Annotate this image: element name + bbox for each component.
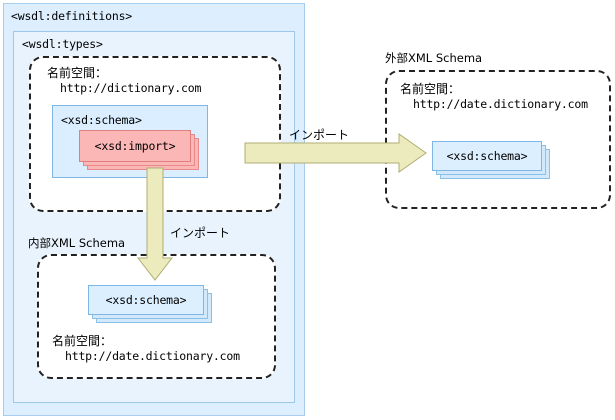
wsdl-types-label: <wsdl:types>	[22, 37, 103, 51]
internal-xsd-schema-stack: <xsd:schema>	[88, 285, 218, 329]
external-schema-card-front: <xsd:schema>	[432, 141, 542, 171]
external-schema-label: <xsd:schema>	[446, 149, 528, 163]
namespace-external-text: 名前空間： http://date.dictionary.com	[400, 82, 588, 112]
xsd-schema-panel-label: <xsd:schema>	[61, 113, 142, 127]
external-xsd-schema-stack: <xsd:schema>	[432, 141, 552, 185]
namespace-internal-url: http://date.dictionary.com	[65, 349, 240, 363]
xsd-import-stack: <xsd:import>	[79, 130, 199, 174]
external-schema-title: 外部XML Schema	[385, 51, 483, 65]
internal-schema-card-front: <xsd:schema>	[88, 285, 204, 315]
wsdl-definitions-label: <wsdl:definitions>	[11, 9, 133, 23]
namespace-external-url: http://date.dictionary.com	[413, 97, 588, 111]
namespace-external-title: 名前空間：	[400, 82, 461, 96]
internal-schema-title: 内部XML Schema	[28, 236, 126, 250]
namespace-dictionary-text: 名前空間： http://dictionary.com	[47, 66, 201, 96]
namespace-internal-title: 名前空間：	[52, 334, 113, 348]
vertical-arrow-label: インポート	[170, 226, 231, 240]
horizontal-arrow-label: インポート	[289, 128, 350, 142]
xsd-import-card-front: <xsd:import>	[79, 130, 191, 162]
internal-schema-label: <xsd:schema>	[105, 293, 187, 307]
namespace-internal-text: 名前空間： http://date.dictionary.com	[52, 334, 240, 364]
namespace-dictionary-url: http://dictionary.com	[60, 81, 202, 95]
namespace-dictionary-title: 名前空間：	[47, 66, 108, 80]
xsd-import-label: <xsd:import>	[94, 139, 176, 153]
